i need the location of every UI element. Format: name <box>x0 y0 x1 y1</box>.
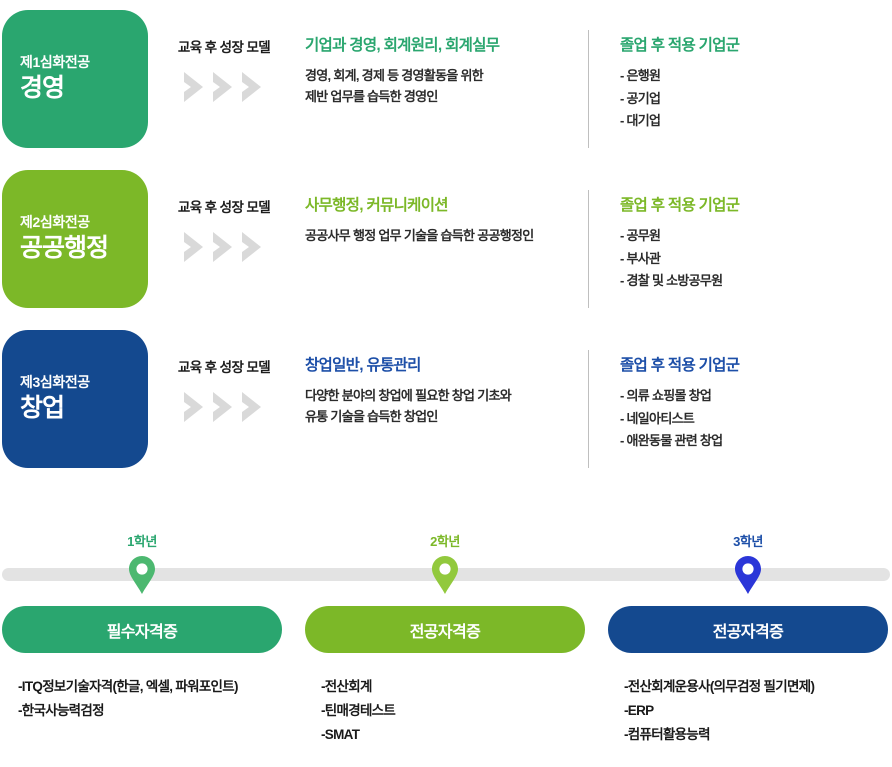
growth-model-group: 교육 후 성장 모델 <box>160 356 288 424</box>
major-description: 사무행정, 커뮤니케이션 공공사무 행정 업무 기술을 습득한 공공행정인 <box>305 196 595 246</box>
timeline-year-label: 3학년 <box>733 534 763 549</box>
major-name-label: 공공행정 <box>20 233 109 262</box>
chevron-right-icon <box>181 390 209 424</box>
career-list-item: - 경찰 및 소방공무원 <box>620 272 723 288</box>
cert-list-2: -전산회계 -틴매경테스트 -SMAT <box>321 675 396 747</box>
map-pin-icon <box>734 556 762 594</box>
major-row: 제2심화전공 공공행정 교육 후 성장 모델 사무행정, 커뮤니케이션 공공사무… <box>0 170 892 308</box>
cert-items: -전산회계운용사(의무검정 필기면제) -ERP -컴퓨터활용능력 <box>624 675 815 747</box>
growth-model-label: 교육 후 성장 모델 <box>177 40 271 55</box>
chevron-right-icon <box>210 230 238 264</box>
growth-model-label: 교육 후 성장 모델 <box>177 200 271 215</box>
chevron-arrows <box>160 230 288 264</box>
major-description-body: 공공사무 행정 업무 기술을 습득한 공공행정인 <box>305 225 595 246</box>
column-divider <box>588 30 589 148</box>
career-list-item: - 애완동물 관련 창업 <box>620 432 723 448</box>
major-rank-label: 제1심화전공 <box>20 54 90 70</box>
career-list: - 공무원 - 부사관 - 경찰 및 소방공무원 <box>620 225 880 292</box>
career-list: - 은행원 - 공기업 - 대기업 <box>620 65 880 132</box>
major-name-label: 경영 <box>20 73 65 102</box>
map-pin-icon <box>431 556 459 594</box>
cert-pill-label: 전공자격증 <box>409 623 481 641</box>
growth-model-label: 교육 후 성장 모델 <box>177 360 271 375</box>
cert-item: -틴매경테스트 <box>321 702 396 718</box>
cert-item: -전산회계운용사(의무검정 필기면제) <box>624 679 815 694</box>
cert-pill-2[interactable]: 전공자격증 <box>305 606 585 653</box>
cert-item: -ERP <box>624 702 654 718</box>
cert-item: -SMAT <box>321 726 360 742</box>
timeline-year-label: 1학년 <box>127 534 157 549</box>
chevron-right-icon <box>239 70 267 104</box>
chevron-arrows <box>160 70 288 104</box>
career-group: 졸업 후 적용 기업군 - 은행원 - 공기업 - 대기업 <box>620 36 880 132</box>
career-list-item: - 의류 쇼핑몰 창업 <box>620 388 712 404</box>
career-list-item: - 대기업 <box>620 112 661 128</box>
map-pin-icon <box>128 556 156 594</box>
cert-list-1: -ITQ정보기술자격(한글, 엑셀, 파워포인트) -한국사능력검정 <box>18 675 238 723</box>
career-list-item: - 은행원 <box>620 68 661 84</box>
career-list-item: - 부사관 <box>620 250 661 266</box>
major-description: 창업일반, 유통관리 다양한 분야의 창업에 필요한 창업 기초와 유통 기술을… <box>305 356 575 427</box>
major-rank-label: 제3심화전공 <box>20 374 90 390</box>
major-rank-label: 제2심화전공 <box>20 214 90 230</box>
chevron-right-icon <box>210 70 238 104</box>
cert-pill-label: 전공자격증 <box>712 623 784 641</box>
major-description-body: 경영, 회계, 경제 등 경영활동을 위한 제반 업무를 습득한 경영인 <box>305 65 575 107</box>
career-group-title: 졸업 후 적용 기업군 <box>620 197 740 214</box>
major-row: 제3심화전공 창업 교육 후 성장 모델 창업일반, 유통관리 다양한 분야의 … <box>0 330 892 468</box>
description-line: 제반 업무를 습득한 경영인 <box>305 89 438 105</box>
career-group: 졸업 후 적용 기업군 - 의류 쇼핑몰 창업 - 네일아티스트 - 애완동물 … <box>620 356 880 452</box>
major-description-body: 다양한 분야의 창업에 필요한 창업 기초와 유통 기술을 습득한 창업인 <box>305 385 575 427</box>
cert-item: -컴퓨터활용능력 <box>624 726 711 742</box>
description-line: 경영, 회계, 경제 등 경영활동을 위한 <box>305 68 484 84</box>
major-subject-title: 사무행정, 커뮤니케이션 <box>305 197 449 214</box>
career-list-item: - 공기업 <box>620 90 661 106</box>
cert-item: -한국사능력검정 <box>18 702 105 718</box>
cert-item: -ITQ정보기술자격(한글, 엑셀, 파워포인트) <box>18 679 238 694</box>
description-line: 다양한 분야의 창업에 필요한 창업 기초와 <box>305 388 512 404</box>
chevron-right-icon <box>239 230 267 264</box>
major-card-1[interactable]: 제1심화전공 경영 <box>2 10 148 148</box>
column-divider <box>588 190 589 308</box>
growth-model-group: 교육 후 성장 모델 <box>160 196 288 264</box>
career-group: 졸업 후 적용 기업군 - 공무원 - 부사관 - 경찰 및 소방공무원 <box>620 196 880 292</box>
career-list: - 의류 쇼핑몰 창업 - 네일아티스트 - 애완동물 관련 창업 <box>620 385 880 452</box>
cert-list-3: -전산회계운용사(의무검정 필기면제) -ERP -컴퓨터활용능력 <box>624 675 815 747</box>
career-list-item: - 네일아티스트 <box>620 410 695 426</box>
chevron-right-icon <box>210 390 238 424</box>
chevron-right-icon <box>181 70 209 104</box>
chevron-arrows <box>160 390 288 424</box>
major-card-2[interactable]: 제2심화전공 공공행정 <box>2 170 148 308</box>
cert-pill-1[interactable]: 필수자격증 <box>2 606 282 653</box>
cert-item: -전산회계 <box>321 679 372 694</box>
cert-pill-3[interactable]: 전공자격증 <box>608 606 888 653</box>
description-line: 유통 기술을 습득한 창업인 <box>305 409 438 425</box>
column-divider <box>588 350 589 468</box>
cert-pill-label: 필수자격증 <box>106 623 178 641</box>
cert-items: -ITQ정보기술자격(한글, 엑셀, 파워포인트) -한국사능력검정 <box>18 675 238 723</box>
growth-model-group: 교육 후 성장 모델 <box>160 36 288 104</box>
major-subject-title: 창업일반, 유통관리 <box>305 357 421 374</box>
chevron-right-icon <box>239 390 267 424</box>
major-subject-title: 기업과 경영, 회계원리, 회계실무 <box>305 37 500 54</box>
career-group-title: 졸업 후 적용 기업군 <box>620 357 740 374</box>
chevron-right-icon <box>181 230 209 264</box>
cert-items: -전산회계 -틴매경테스트 -SMAT <box>321 675 396 747</box>
major-row: 제1심화전공 경영 교육 후 성장 모델 기업과 경영, 회계원리, 회계실무 … <box>0 10 892 148</box>
major-description: 기업과 경영, 회계원리, 회계실무 경영, 회계, 경제 등 경영활동을 위한… <box>305 36 575 107</box>
major-name-label: 창업 <box>20 393 65 422</box>
major-card-3[interactable]: 제3심화전공 창업 <box>2 330 148 468</box>
description-line: 공공사무 행정 업무 기술을 습득한 공공행정인 <box>305 228 534 244</box>
career-list-item: - 공무원 <box>620 228 661 244</box>
timeline-year-label: 2학년 <box>430 534 460 549</box>
career-group-title: 졸업 후 적용 기업군 <box>620 37 740 54</box>
